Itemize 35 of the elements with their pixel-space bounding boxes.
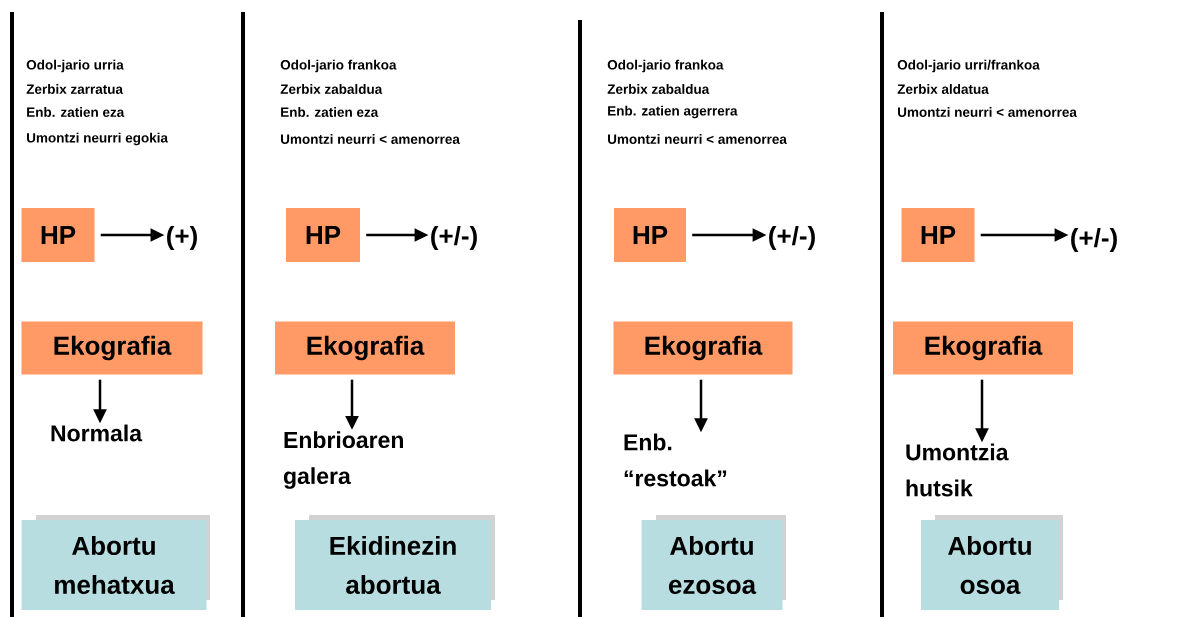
note-text: Umontzi neurri < amenorrea <box>281 134 460 144</box>
diagnosis-box: Abortu ezosoa <box>641 515 786 610</box>
note-text: Odol-jario urria <box>26 59 124 73</box>
result-text: (+/-) <box>1071 227 1117 253</box>
note-text: Umontzi neurri < amenorrea <box>608 134 787 144</box>
result-text: Umontzia hutsik <box>906 443 1009 497</box>
test-box: HP <box>901 208 975 262</box>
note-text: Enb. zatien agerrera <box>608 105 738 119</box>
result-text: Enb. “restoak” <box>624 433 727 487</box>
note-text: Zerbix zarratua <box>26 84 124 94</box>
test-box: HP <box>21 208 95 262</box>
test-box: Ekografia <box>613 321 793 375</box>
note-text: Zerbix aldatua <box>897 84 989 94</box>
note-text: Odol-jario urri/frankoa <box>897 59 1040 73</box>
note-text: Odol-jario frankoa <box>607 59 724 73</box>
test-box: Ekografia <box>21 321 203 375</box>
note-text: Enb. zatien eza <box>281 107 379 117</box>
test-box: Ekografia <box>275 321 455 375</box>
note-text: Zerbix zabaldua <box>607 84 710 94</box>
note-text: Zerbix zabaldua <box>280 84 383 94</box>
result-text: Normala <box>51 424 143 442</box>
result-text: (+/-) <box>431 225 477 251</box>
note-text: Umontzi neurri < amenorrea <box>898 107 1077 117</box>
test-box: Ekografia <box>893 321 1073 375</box>
note-text: Enb. zatien eza <box>27 107 125 117</box>
diagnosis-box: Abortu osoa <box>921 515 1063 610</box>
result-text: (+) <box>167 225 197 251</box>
test-box: HP <box>286 208 360 262</box>
note-text: Umontzi neurri egokia <box>27 132 169 146</box>
result-text: (+/-) <box>769 225 815 251</box>
result-text: Enbrioaren galera <box>283 431 403 489</box>
test-box: HP <box>614 208 686 262</box>
note-text: Odol-jario frankoa <box>280 59 397 73</box>
diagnosis-box: Abortu mehatxua <box>21 515 210 610</box>
diagnosis-box: Ekidinezin abortua <box>295 515 495 610</box>
